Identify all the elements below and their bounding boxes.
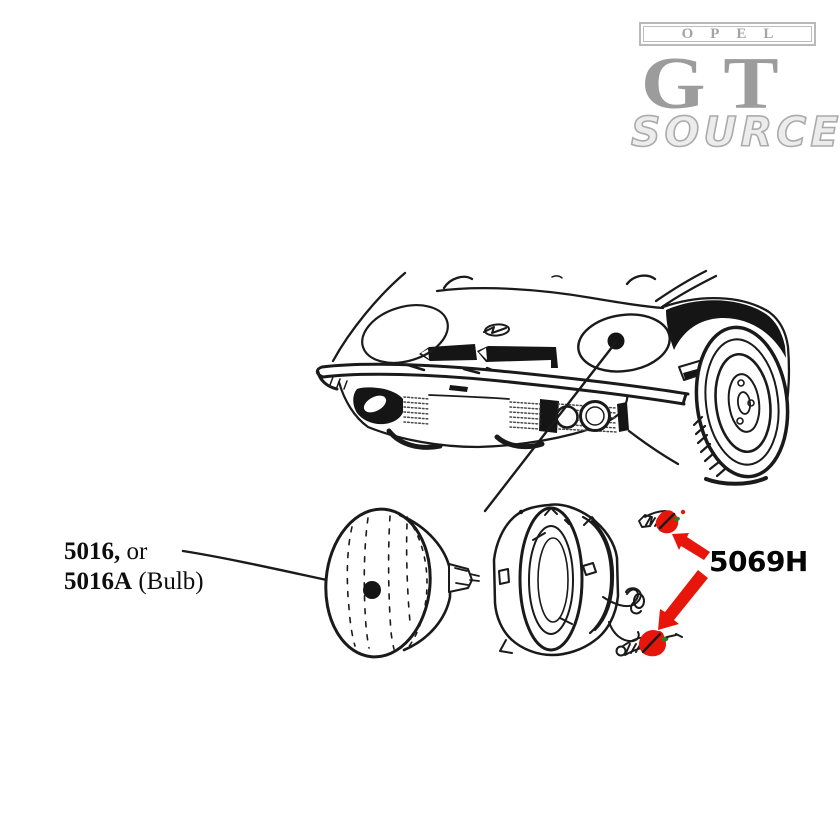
headlamp-cover-right bbox=[577, 313, 671, 373]
screw-bottom-head bbox=[615, 645, 627, 657]
tire-ground-shadow bbox=[704, 476, 768, 486]
wheel-rim bbox=[714, 352, 772, 454]
headlamp-cover-left bbox=[361, 304, 449, 364]
bulb-lens-face bbox=[324, 507, 432, 659]
opel-badge-frame: OPEL bbox=[643, 26, 812, 42]
turn-signal-large bbox=[579, 400, 611, 432]
hub-center-cap bbox=[736, 391, 752, 415]
bulb-part-label-line2: 5016A (Bulb) bbox=[64, 567, 204, 597]
arrow-to-bottom-screw bbox=[658, 570, 708, 630]
bucket-drum-edges bbox=[581, 515, 615, 635]
bulb-connector bbox=[448, 563, 473, 593]
screw-spring-bands bbox=[641, 512, 676, 654]
bulb-seam-dashes bbox=[406, 516, 428, 650]
bucket-mount-pad bbox=[633, 593, 645, 609]
screw-top-red-dot bbox=[680, 509, 686, 515]
turn-signal-large-inner bbox=[585, 406, 605, 426]
brand-model-text: GT bbox=[641, 43, 797, 125]
opel-emblem-bolt bbox=[483, 326, 507, 334]
valance-shadow-arcs bbox=[386, 428, 545, 450]
lug-hole-1 bbox=[737, 379, 745, 387]
bulb-flute-dashes bbox=[346, 515, 411, 650]
bulb-alt-part-suffix: (Bulb) bbox=[132, 568, 204, 595]
retaining-ring-inner bbox=[537, 537, 569, 623]
sealed-beam-bulb-drawing bbox=[324, 507, 480, 659]
tire-sidewall bbox=[704, 338, 780, 466]
screw-bottom-red-lobe bbox=[654, 631, 664, 643]
hardware-part-label: 5069H bbox=[709, 545, 808, 578]
lug-hole-2 bbox=[747, 399, 755, 407]
red-arrows bbox=[658, 533, 710, 630]
opel-badge-text: OPEL bbox=[681, 25, 791, 42]
screw-tips bbox=[666, 633, 683, 638]
bulb-part-label: 5016, or 5016A (Bulb) bbox=[64, 537, 204, 597]
screw-top-green-washer bbox=[674, 516, 680, 522]
screw-top-head bbox=[638, 514, 653, 528]
wheel-hub bbox=[727, 373, 761, 433]
headlamp-pointer-line bbox=[483, 340, 618, 513]
left-signal-lens bbox=[363, 395, 387, 413]
bulb-alt-part-number: 5016A bbox=[64, 568, 133, 595]
headlight-bucket-drawing bbox=[492, 503, 645, 657]
opel-badge: OPEL bbox=[639, 22, 816, 46]
tire-tread-hatch bbox=[692, 415, 727, 478]
turn-signal-small bbox=[555, 405, 579, 429]
bulb-part-label-line1: 5016, or bbox=[64, 537, 204, 567]
bucket-rivet bbox=[518, 509, 524, 515]
car-front-line-art bbox=[315, 269, 791, 486]
brand-source-text: SOURCE bbox=[630, 108, 840, 156]
bulb-pointer-dot bbox=[363, 581, 381, 599]
retaining-ring-mid bbox=[528, 525, 574, 635]
retaining-screws-drawing bbox=[615, 509, 686, 657]
bulb-connector-prongs bbox=[454, 567, 480, 586]
arrow-to-top-screw bbox=[672, 533, 710, 560]
below-vent-marks bbox=[406, 363, 494, 375]
bulb-part-number: 5016, bbox=[64, 538, 121, 565]
bulb-part-number-suffix: or bbox=[120, 538, 148, 565]
car-black-areas bbox=[353, 300, 786, 433]
lug-hole-3 bbox=[736, 417, 744, 425]
front-bumper bbox=[315, 362, 690, 406]
license-recess-line bbox=[428, 394, 510, 400]
